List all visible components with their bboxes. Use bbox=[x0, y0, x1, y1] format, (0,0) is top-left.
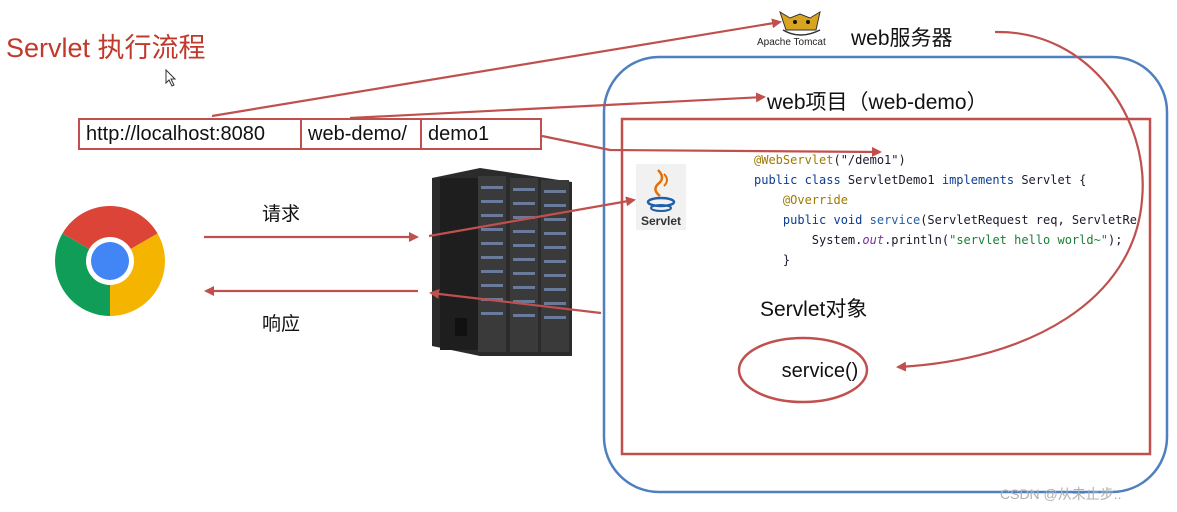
web-server-label: web服务器 bbox=[851, 27, 953, 50]
server-rack-icon bbox=[432, 168, 572, 356]
page-title: Servlet 执行流程 bbox=[6, 33, 206, 63]
code-line: public class ServletDemo1 implements Ser… bbox=[754, 173, 1087, 187]
tomcat-logo-text: Apache Tomcat bbox=[757, 37, 826, 48]
servlet-code-snippet: @WebServlet("/demo1") public class Servle… bbox=[754, 150, 1149, 270]
servlet-object-label: Servlet对象 bbox=[760, 298, 868, 321]
service-ellipse bbox=[737, 336, 869, 404]
arrow-server-to-service bbox=[896, 30, 1144, 372]
web-container-frame bbox=[602, 55, 1169, 494]
web-project-frame bbox=[620, 117, 1152, 456]
url-host-segment: http://localhost:8080 bbox=[78, 118, 302, 150]
mouse-cursor-icon bbox=[165, 68, 177, 87]
tomcat-logo-icon bbox=[779, 10, 821, 36]
url-project-segment: web-demo/ bbox=[300, 118, 422, 150]
watermark: CSDN @从未止步.. bbox=[1000, 486, 1122, 502]
arrow-path-to-annotation bbox=[541, 134, 882, 157]
arrow-url-to-server bbox=[211, 18, 782, 118]
arrow-project-to-server bbox=[429, 288, 602, 315]
arrow-project-to-label bbox=[349, 92, 766, 120]
java-servlet-logo-icon: Servlet bbox=[636, 164, 686, 230]
chrome-icon bbox=[55, 206, 165, 316]
arrow-server-to-servlet bbox=[428, 196, 636, 238]
code-line: System.out.println("servlet hello world~… bbox=[811, 233, 1123, 247]
code-line: public void service(ServletRequest req, … bbox=[782, 213, 1137, 227]
web-project-label: web项目（web-demo） bbox=[767, 91, 988, 114]
url-path-segment: demo1 bbox=[420, 118, 542, 150]
request-label: 请求 bbox=[262, 204, 301, 225]
code-line: @Override bbox=[782, 193, 848, 207]
code-line: @WebServlet("/demo1") bbox=[754, 153, 906, 167]
code-line: } bbox=[782, 253, 791, 267]
service-method-label: service() bbox=[781, 359, 859, 382]
servlet-logo-text: Servlet bbox=[640, 214, 682, 228]
response-label: 响应 bbox=[262, 314, 301, 335]
